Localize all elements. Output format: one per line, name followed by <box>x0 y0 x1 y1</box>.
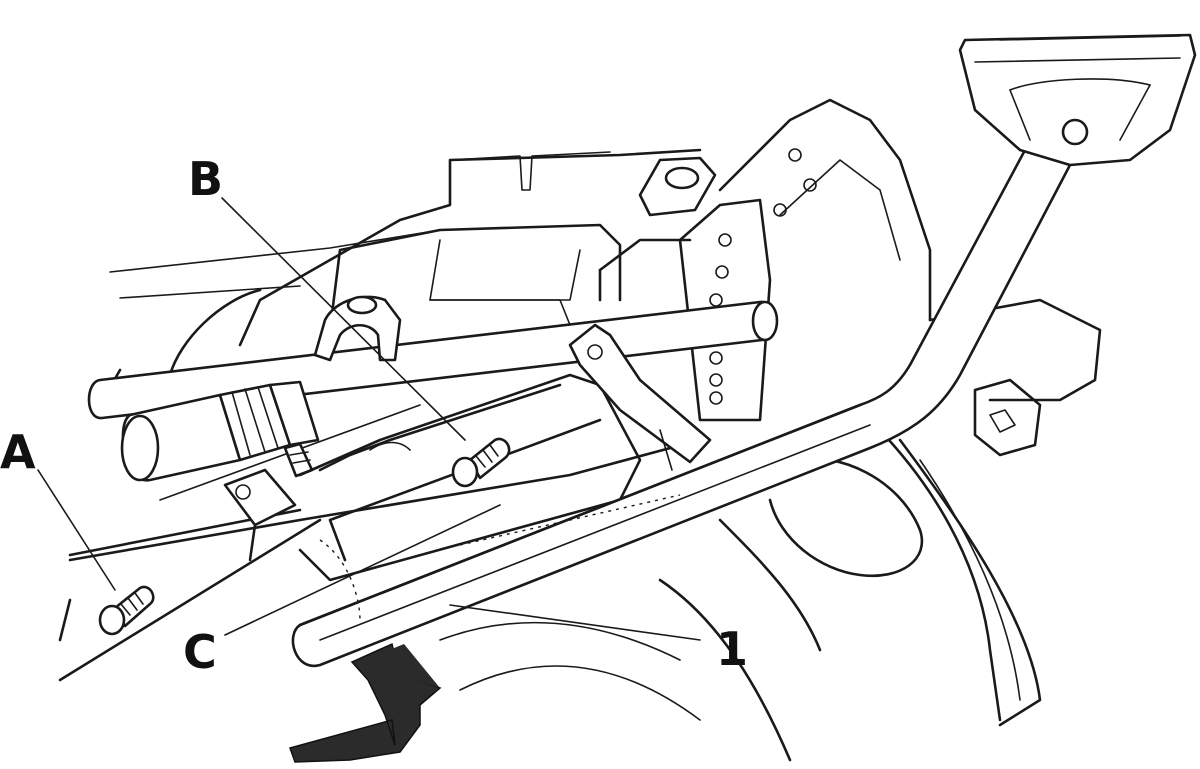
cylinder-assembly <box>120 380 320 482</box>
leader-line-b <box>221 197 466 441</box>
callout-label-b: B <box>188 152 223 206</box>
leader-lines <box>37 197 701 641</box>
callout-label-c: C <box>183 625 217 679</box>
callout-label-a: A <box>0 425 36 479</box>
bolt-b <box>451 437 511 488</box>
leader-line-1 <box>449 604 701 641</box>
leader-line-a <box>37 469 116 591</box>
rack-part-1 <box>291 33 1197 668</box>
side-plate <box>298 373 642 582</box>
bracket-c <box>223 468 297 562</box>
leader-line-c <box>224 504 501 636</box>
bolt-a <box>98 585 155 636</box>
direction-arrow-icon <box>289 642 442 763</box>
callout-label-1: 1 <box>716 622 748 676</box>
